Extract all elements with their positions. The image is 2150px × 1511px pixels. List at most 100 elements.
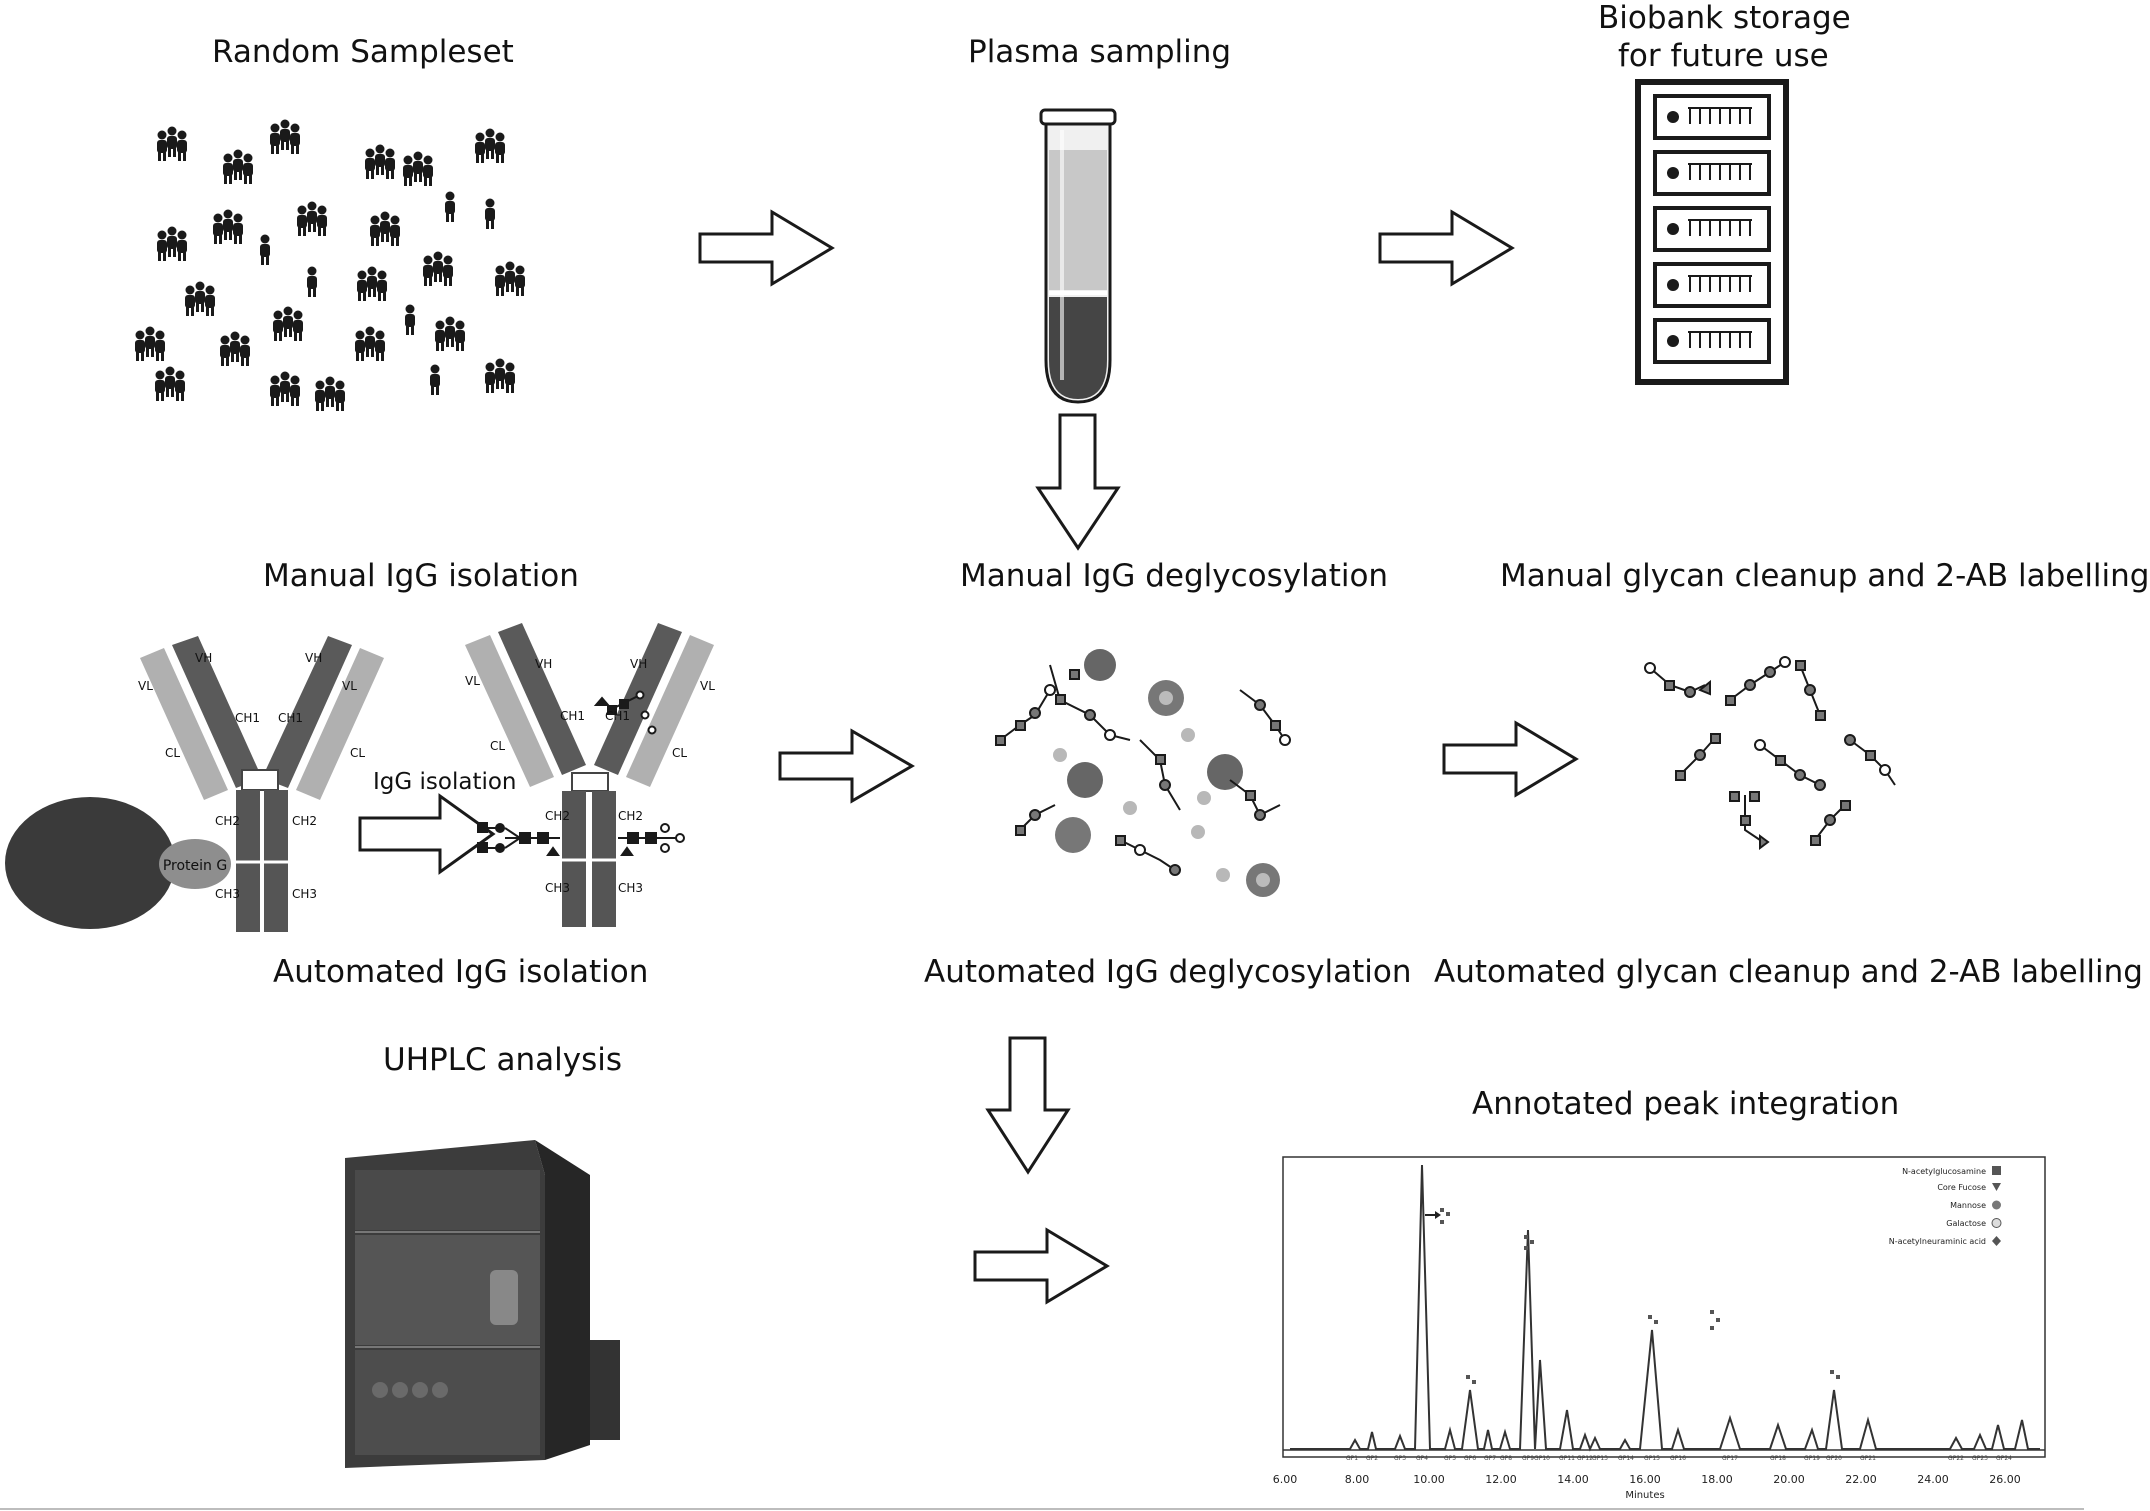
domain-ch2-mid-right: CH2 (618, 809, 643, 823)
domain-cl-mid-left: CL (490, 739, 505, 753)
domain-ch2-mid-left: CH2 (545, 809, 570, 823)
svg-text:GP20: GP20 (1826, 1455, 1842, 1462)
x-tick-label: 26.00 (1989, 1473, 2021, 1486)
domain-ch3-mid-right: CH3 (618, 881, 643, 895)
test-tube-icon (1039, 108, 1117, 404)
domain-ch3-right: CH3 (292, 887, 317, 901)
label-uhplc-analysis: UHPLC analysis (383, 1042, 622, 1078)
domain-vh-left: VH (195, 651, 212, 665)
arrow-right-2 (1378, 209, 1515, 287)
deglycosylation-scene (995, 649, 1291, 897)
domain-vl-mid-right: VL (700, 679, 715, 693)
domain-ch3-left: CH3 (215, 887, 240, 901)
antibody-glycans-middle (465, 623, 714, 927)
domain-cl-left: CL (165, 746, 180, 760)
domain-vh-right: VH (305, 651, 322, 665)
legend-label: Core Fucose (1937, 1183, 1986, 1192)
people-crowd-icon (135, 120, 525, 412)
domain-ch2-left: CH2 (215, 814, 240, 828)
legend-label: Mannose (1950, 1201, 1986, 1210)
x-tick-label: 10.00 (1413, 1473, 1445, 1486)
x-tick-label: 20.00 (1773, 1473, 1805, 1486)
x-tick-label: 18.00 (1701, 1473, 1733, 1486)
svg-text:GP12: GP12 (1577, 1455, 1593, 1462)
labelled-glycans-scene (1644, 656, 1896, 850)
svg-text:GP8: GP8 (1500, 1455, 1512, 1462)
domain-cl-right: CL (350, 746, 365, 760)
arrow-igg-isolation (358, 793, 496, 875)
legend-label: N-acetylneuraminic acid (1889, 1237, 1986, 1246)
label-manual-igg-isolation: Manual IgG isolation (263, 558, 579, 594)
x-tick-label: 12.00 (1485, 1473, 1517, 1486)
svg-text:GP21: GP21 (1860, 1455, 1876, 1462)
arrow-right-3 (778, 728, 915, 804)
label-automated-igg-isolation: Automated IgG isolation (273, 954, 649, 990)
bead-antibody-left: Protein G (5, 636, 384, 932)
svg-text:GP4: GP4 (1416, 1455, 1428, 1462)
svg-text:GP11: GP11 (1559, 1455, 1575, 1462)
svg-text:GP3: GP3 (1394, 1455, 1406, 1462)
chromatogram-trace (1290, 1164, 2040, 1452)
label-biobank-line1: Biobank storage (1598, 0, 1851, 36)
domain-vh-mid-right: VH (630, 657, 647, 671)
svg-text:GP22: GP22 (1948, 1455, 1964, 1462)
domain-vl-left: VL (138, 679, 153, 693)
label-annotated-peak-integration: Annotated peak integration (1472, 1086, 1900, 1122)
svg-text:GP24: GP24 (1996, 1455, 2012, 1462)
domain-ch1-right: CH1 (278, 711, 303, 725)
arrow-right-4 (1442, 720, 1579, 798)
uhplc-instrument-icon (345, 1140, 620, 1468)
x-tick-label: 24.00 (1917, 1473, 1949, 1486)
svg-text:GP18: GP18 (1770, 1455, 1786, 1462)
workflow-diagram: Protein G VL VH CH1 CL CH1 CL VH VL CH2 … (5, 79, 2046, 1501)
svg-text:GP10: GP10 (1534, 1455, 1550, 1462)
svg-text:GP13: GP13 (1592, 1455, 1608, 1462)
svg-text:GP1: GP1 (1346, 1455, 1358, 1462)
domain-ch3-mid-left: CH3 (545, 881, 570, 895)
svg-text:GP7: GP7 (1484, 1455, 1496, 1462)
label-random-sampleset: Random Sampleset (212, 34, 514, 70)
arrow-down-2 (985, 1036, 1071, 1175)
domain-ch2-right: CH2 (292, 814, 317, 828)
label-manual-cleanup: Manual glycan cleanup and 2-AB labelling (1500, 558, 2150, 594)
bottom-divider (0, 1508, 2084, 1510)
svg-text:GP23: GP23 (1972, 1455, 1988, 1462)
svg-text:GP14: GP14 (1618, 1455, 1634, 1462)
legend-label: N-acetylglucosamine (1902, 1167, 1986, 1176)
svg-text:GP16: GP16 (1670, 1455, 1686, 1462)
domain-vl-mid-left: VL (465, 674, 480, 688)
svg-text:GP15: GP15 (1644, 1455, 1660, 1462)
label-automated-deglycosylation: Automated IgG deglycosylation (924, 954, 1412, 990)
svg-text:GP2: GP2 (1366, 1455, 1378, 1462)
arrow-down-1 (1035, 413, 1121, 551)
x-axis-title: Minutes (1625, 1490, 1664, 1501)
arrow-right-5 (973, 1227, 1110, 1305)
svg-text:GP17: GP17 (1722, 1455, 1738, 1462)
svg-text:GP5: GP5 (1444, 1455, 1456, 1462)
domain-ch1-mid-left: CH1 (560, 709, 585, 723)
x-tick-label: 6.00 (1273, 1473, 1298, 1486)
x-tick-label: 16.00 (1629, 1473, 1661, 1486)
domain-ch1-left: CH1 (235, 711, 260, 725)
x-tick-label: 22.00 (1845, 1473, 1877, 1486)
x-tick-label: 8.00 (1345, 1473, 1370, 1486)
domain-vh-mid-left: VH (535, 657, 552, 671)
protein-g-text: Protein G (163, 858, 227, 874)
label-igg-isolation-arrow: IgG isolation (373, 769, 517, 795)
chromatogram-chart: N-acetylglucosamine Core Fucose Mannose … (1273, 1156, 2046, 1501)
svg-text:GP19: GP19 (1804, 1455, 1820, 1462)
label-automated-cleanup: Automated glycan cleanup and 2-AB labell… (1434, 954, 2143, 990)
legend-label: Galactose (1946, 1219, 1986, 1228)
svg-text:GP9: GP9 (1522, 1455, 1534, 1462)
label-plasma-sampling: Plasma sampling (968, 34, 1232, 70)
svg-text:GP6: GP6 (1464, 1455, 1476, 1462)
label-biobank-line2: for future use (1618, 38, 1829, 74)
chromatogram-legend (1991, 1166, 2002, 1246)
arrow-right-1 (698, 209, 835, 287)
domain-vl-right: VL (342, 679, 357, 693)
x-tick-label: 14.00 (1557, 1473, 1589, 1486)
domain-ch1-mid-right: CH1 (605, 709, 630, 723)
label-manual-deglycosylation: Manual IgG deglycosylation (960, 558, 1389, 594)
biobank-rack-icon (1635, 79, 1789, 385)
domain-cl-mid-right: CL (672, 746, 687, 760)
